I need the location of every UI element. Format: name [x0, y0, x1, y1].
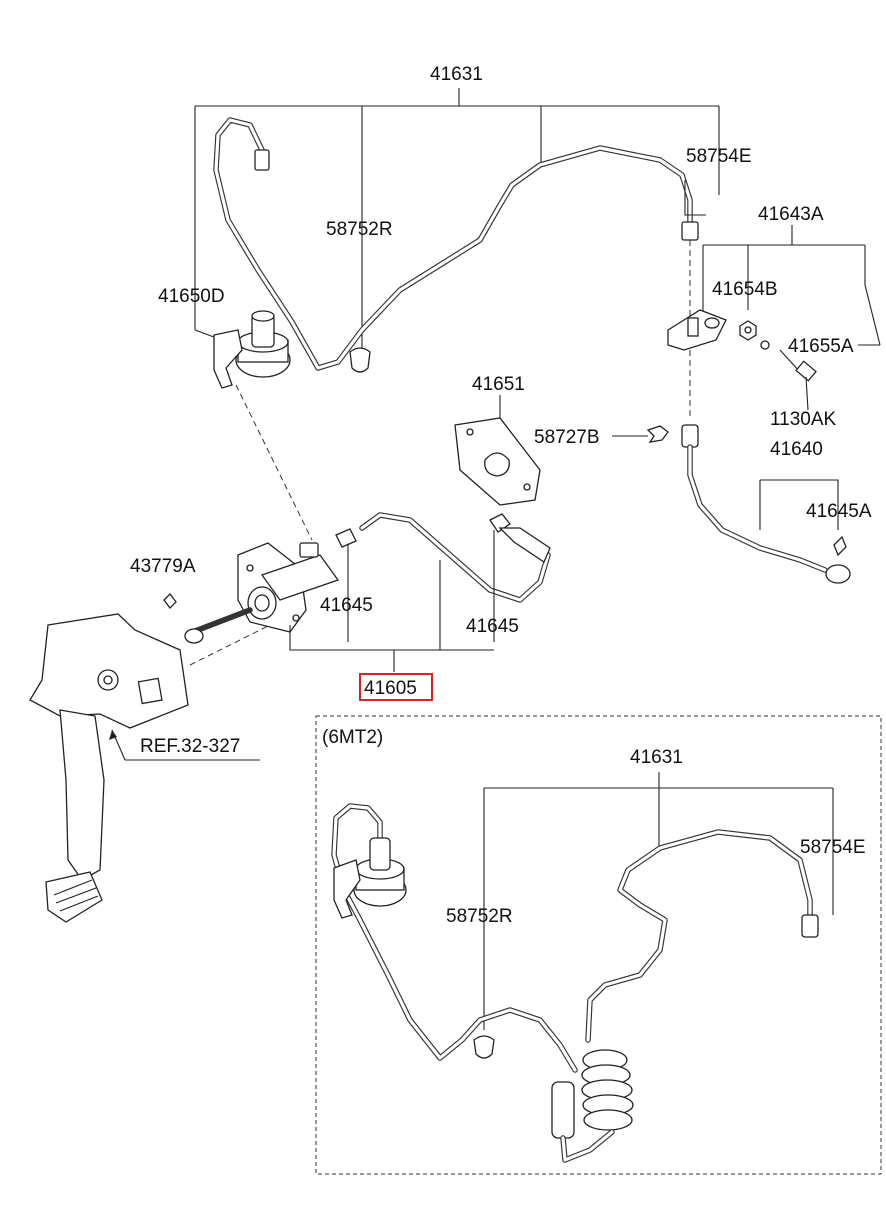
hose-41640	[681, 424, 851, 584]
nut-41654B	[739, 320, 757, 341]
bolt-1130AK	[779, 349, 817, 411]
hose-41645-left	[335, 528, 357, 642]
label-6MT2: (6MT2)	[322, 727, 383, 748]
washer-41655A	[760, 340, 770, 350]
gasket-41651	[454, 395, 541, 506]
clip-43779A	[163, 593, 177, 609]
label-43779A: 43779A	[130, 556, 196, 577]
highlight-box-41605	[359, 673, 433, 701]
label-41650D: 41650D	[158, 286, 225, 307]
ref-leader	[109, 729, 260, 761]
label-ref-32-327: REF.32-327	[140, 736, 240, 757]
bracket-41643A-group	[667, 225, 881, 351]
clip-58752R-top	[349, 347, 371, 373]
label-41643A: 41643A	[758, 204, 824, 225]
label-41645A: 41645A	[806, 501, 872, 522]
label-41645-right: 41645	[466, 616, 519, 637]
label-41640: 41640	[770, 439, 823, 460]
label-41631-bottom: 41631	[630, 747, 683, 768]
tube-41631-top	[194, 88, 720, 371]
clutch-pedal	[29, 613, 271, 923]
label-41631-top: 41631	[430, 64, 483, 85]
clip-58752R-bottom	[473, 1035, 495, 1059]
label-41654B: 41654B	[712, 279, 778, 300]
label-41605[interactable]: 41605	[364, 678, 417, 699]
leader-41605	[289, 560, 494, 672]
label-41655A: 41655A	[788, 336, 854, 357]
hose-dashed-top	[235, 384, 313, 541]
label-41645-left: 41645	[320, 595, 373, 616]
label-58727B: 58727B	[534, 427, 600, 448]
hose-41645-right	[359, 512, 551, 642]
label-58752R-bottom: 58752R	[446, 906, 513, 927]
clip-58727B	[612, 425, 669, 443]
reservoir-bottom	[333, 837, 407, 919]
label-58754E-top: 58754E	[686, 146, 752, 167]
tube-41631-bottom	[331, 772, 834, 1163]
master-cylinder-41605	[184, 542, 340, 644]
label-1130AK: 1130AK	[770, 409, 837, 430]
clip-41645A	[833, 535, 847, 557]
reservoir-41650D	[194, 310, 291, 389]
label-58752R-top: 58752R	[326, 219, 393, 240]
label-58754E-bottom: 58754E	[800, 837, 866, 858]
variant-6MT2-box	[315, 715, 882, 1175]
label-41651: 41651	[472, 374, 525, 395]
